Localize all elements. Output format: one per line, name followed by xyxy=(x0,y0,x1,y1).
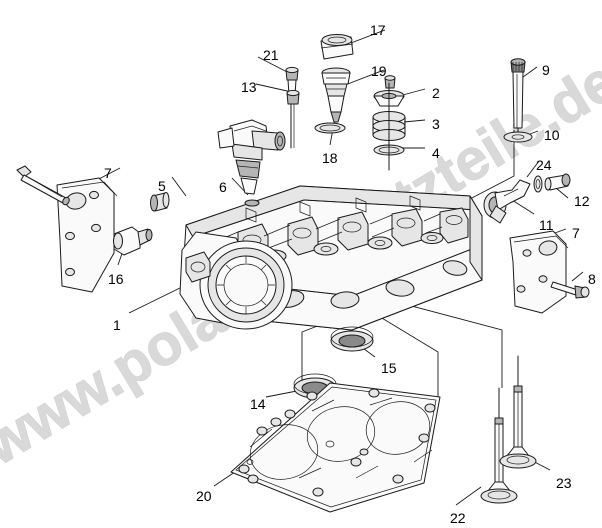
injector-detail xyxy=(217,119,286,195)
bracket-right-assembly xyxy=(509,230,590,314)
callout-intake-valve: 22 xyxy=(450,510,466,526)
valve-spring-assembly xyxy=(372,75,406,171)
callout-seal-ring-small: 14 xyxy=(250,396,266,412)
head-gasket xyxy=(230,382,441,513)
callout-plug-small: 5 xyxy=(158,178,166,194)
callout-rocker-arm: 11 xyxy=(539,217,554,233)
callout-injector-o-ring: 6 xyxy=(219,179,227,195)
plug-small xyxy=(150,192,170,212)
callout-injector-o-ring-upper: 18 xyxy=(322,150,338,166)
callout-spacer-bush: 24 xyxy=(536,157,552,173)
glow-plug xyxy=(285,66,300,149)
callout-cylinder-head-bolt: 9 xyxy=(542,62,550,78)
callout-fuel-injector: 19 xyxy=(371,63,387,79)
callout-bracket-right: 7 xyxy=(572,225,580,241)
callout-sensor-sleeve: 16 xyxy=(108,271,124,287)
callout-valve-spring-retainer: 2 xyxy=(432,85,440,101)
callout-valve-stem-seal: 4 xyxy=(432,145,440,161)
injector-o-ring xyxy=(244,199,260,207)
callout-washer: 10 xyxy=(544,127,560,143)
rocker-assembly xyxy=(483,173,571,224)
callout-bolt-bracket: 8 xyxy=(588,271,596,287)
callout-seal-ring-large: 15 xyxy=(381,360,397,376)
callout-cylinder-head: 1 xyxy=(113,317,121,333)
valves xyxy=(480,355,537,504)
callout-bolt-rocker: 12 xyxy=(574,193,590,209)
callout-valve-spring: 3 xyxy=(432,116,440,132)
callout-bracket-left: 7 xyxy=(104,165,112,181)
callout-head-gasket: 20 xyxy=(196,488,212,504)
sensor-sleeve xyxy=(113,226,153,256)
cylinder-head-body xyxy=(179,185,483,331)
bracket-left-assembly xyxy=(16,165,118,293)
callout-injector-cap: 17 xyxy=(370,22,386,38)
fuel-injector xyxy=(314,34,354,134)
callout-exhaust-valve: 23 xyxy=(556,475,572,491)
callout-glow-plug: 13 xyxy=(241,79,257,95)
cylinder-head-bolt xyxy=(503,58,533,143)
callout-glow-plug-nut: 21 xyxy=(263,47,279,63)
